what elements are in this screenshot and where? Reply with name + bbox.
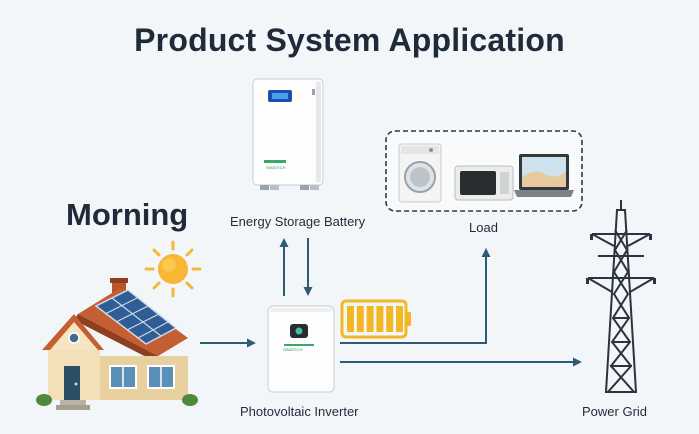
load-group bbox=[385, 130, 583, 212]
power-grid-label: Power Grid bbox=[582, 404, 648, 419]
charge-bar bbox=[366, 306, 374, 332]
charge-bar bbox=[386, 306, 394, 332]
microwave-icon bbox=[454, 165, 514, 201]
inverter-brand-logo: SWATECH bbox=[283, 347, 303, 352]
house-with-solar-panels bbox=[36, 278, 198, 410]
power-grid-tower-icon bbox=[586, 200, 656, 393]
battery-charge-icon bbox=[340, 299, 411, 339]
inverter-label: Photovoltaic Inverter bbox=[240, 404, 359, 419]
washing-machine-icon bbox=[398, 143, 442, 203]
charge-bar bbox=[356, 306, 364, 332]
charge-bar bbox=[376, 306, 384, 332]
solar-panels bbox=[94, 289, 178, 345]
laptop-icon bbox=[514, 154, 574, 197]
time-of-day-label: Morning bbox=[66, 197, 189, 232]
photovoltaic-inverter: SWATECH bbox=[267, 305, 335, 393]
battery-brand-logo: SWATECH bbox=[266, 165, 286, 170]
battery-label: Energy Storage Battery bbox=[230, 214, 366, 229]
arrow-inverter-to-load bbox=[340, 248, 491, 344]
sun-icon bbox=[144, 240, 202, 298]
page-title: Product System Application bbox=[134, 22, 565, 58]
charge-bar bbox=[396, 306, 403, 332]
energy-storage-battery: SWATECH bbox=[252, 78, 324, 190]
load-label: Load bbox=[469, 220, 498, 235]
charge-bars bbox=[347, 306, 403, 332]
charge-bar bbox=[347, 306, 354, 332]
